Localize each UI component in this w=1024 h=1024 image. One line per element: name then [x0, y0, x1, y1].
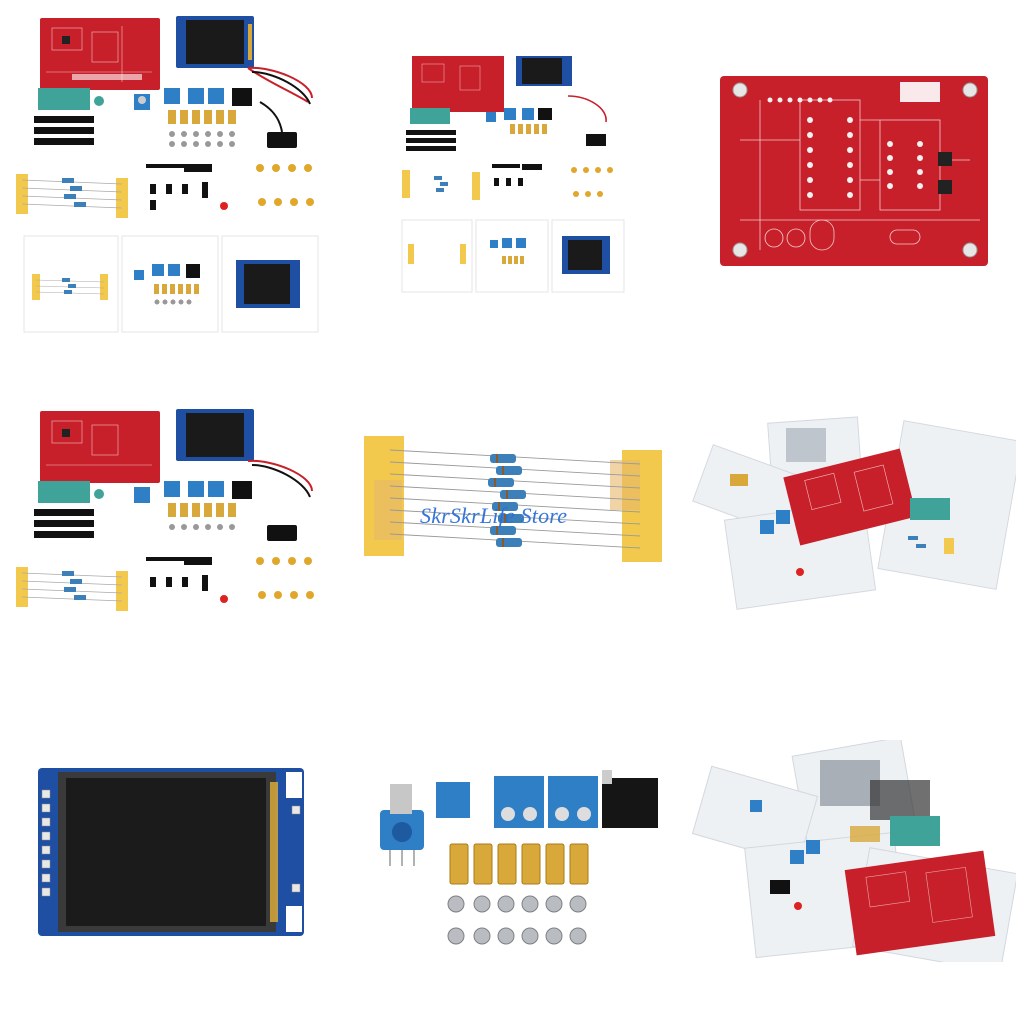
zif-socket	[410, 108, 450, 124]
resistor-strip	[16, 174, 128, 218]
screws	[447, 895, 587, 945]
encoder-terminals-jack	[134, 88, 252, 110]
dc-power-jack	[602, 770, 658, 828]
screw-terminals	[494, 776, 598, 828]
brass-standoffs	[449, 843, 589, 885]
lcd-module	[176, 16, 254, 68]
pcb-board	[412, 56, 504, 112]
semiconductors	[146, 164, 228, 210]
lcd-display-module	[36, 766, 306, 938]
pcb-board	[40, 18, 160, 90]
parts-bags-closeup	[690, 740, 1016, 962]
zif-socket	[38, 88, 104, 110]
kit-overview-with-details	[12, 12, 330, 337]
battery-clip	[247, 66, 313, 148]
detail-panels	[401, 219, 625, 293]
resistors-on-tape	[360, 430, 670, 570]
kit-overview-small	[398, 52, 636, 294]
kit-in-bags	[690, 410, 1016, 610]
detail-panel-resistors	[23, 235, 119, 333]
watermark-text: SkrSkrLife Store	[420, 503, 568, 528]
screws	[169, 131, 235, 147]
rotary-encoder	[380, 784, 424, 866]
capacitors	[256, 164, 314, 206]
pcb-board-closeup	[700, 60, 1000, 280]
pin-headers	[406, 130, 456, 151]
detail-panel-hardware	[121, 235, 219, 333]
kit-overview	[12, 405, 330, 615]
connectors-and-hardware	[350, 770, 670, 960]
pin-headers	[34, 116, 94, 145]
brass-standoffs	[168, 110, 236, 124]
terminal-block-2pin	[436, 782, 470, 818]
detail-panel-lcd	[221, 235, 319, 333]
